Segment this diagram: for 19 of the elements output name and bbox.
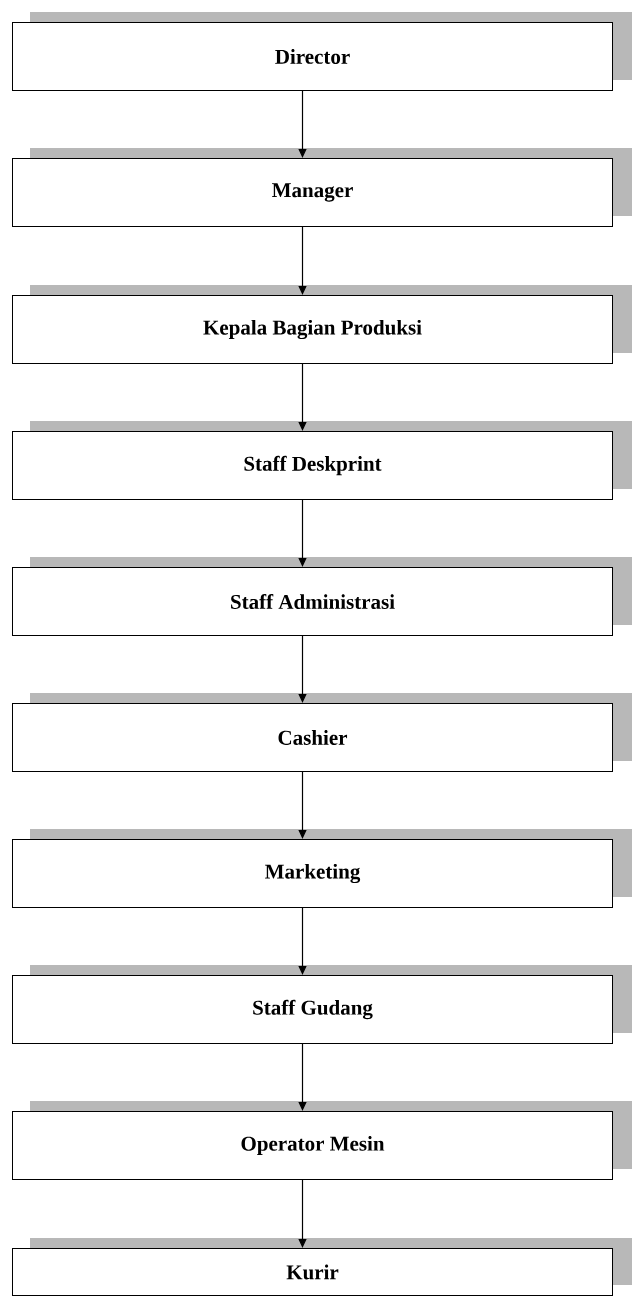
position-box: Kepala Bagian Produksi — [12, 285, 632, 364]
position-box: Staff Deskprint — [12, 421, 632, 500]
position-box: Operator Mesin — [12, 1101, 632, 1180]
arrow — [298, 635, 307, 703]
position-box: Kurir — [12, 1238, 632, 1296]
position-box: Cashier — [12, 693, 632, 772]
position-box: Marketing — [12, 829, 632, 908]
arrow — [298, 226, 307, 295]
arrow — [298, 499, 307, 567]
arrow — [298, 771, 307, 839]
position-box: Director — [12, 12, 632, 91]
arrow — [298, 1179, 307, 1248]
arrow — [298, 1043, 307, 1111]
position-box: Staff Administrasi — [12, 557, 632, 636]
arrow — [298, 90, 307, 158]
position-box: Manager — [12, 148, 632, 227]
arrow — [298, 907, 307, 975]
arrow — [298, 363, 307, 431]
position-box: Staff Gudang — [12, 965, 632, 1044]
